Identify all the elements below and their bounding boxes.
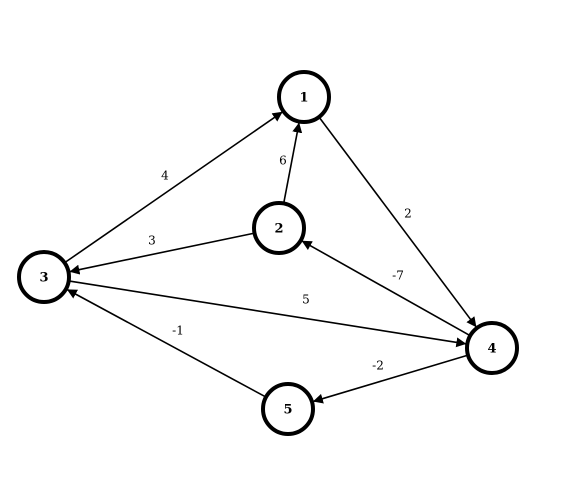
edge-labels: 4 6 2 3 -7 5 -1 -2 bbox=[148, 154, 412, 373]
edge-weight-4-to-5: -2 bbox=[372, 359, 384, 373]
node-label-2: 2 bbox=[274, 222, 283, 237]
node-circle-3 bbox=[17, 250, 71, 304]
edge-5-to-3 bbox=[66, 288, 267, 398]
edge-1-to-4 bbox=[318, 116, 478, 328]
node-label-5: 5 bbox=[283, 403, 292, 418]
edge-3-to-1 bbox=[64, 111, 284, 264]
node-circle-4 bbox=[465, 321, 519, 375]
edge-4-to-2 bbox=[301, 240, 471, 337]
edge-weight-3-to-1: 4 bbox=[161, 169, 169, 183]
node-circle-5 bbox=[261, 382, 315, 436]
edges bbox=[64, 111, 478, 404]
node-circle-1 bbox=[277, 70, 331, 124]
edge-weight-2-to-3: 3 bbox=[148, 234, 156, 248]
nodes: 1 2 3 4 5 bbox=[17, 70, 519, 436]
node-5: 5 bbox=[261, 382, 315, 436]
edge-weight-1-to-4: 2 bbox=[404, 207, 412, 221]
node-3: 3 bbox=[17, 250, 71, 304]
node-label-3: 3 bbox=[39, 271, 48, 286]
edge-2-to-1 bbox=[282, 122, 303, 204]
edge-weight-3-to-4: 5 bbox=[302, 293, 310, 307]
node-label-1: 1 bbox=[299, 91, 308, 106]
edge-weight-2-to-1: 6 bbox=[279, 154, 287, 168]
node-2: 2 bbox=[252, 201, 306, 255]
node-label-4: 4 bbox=[487, 342, 496, 357]
edge-3-to-4 bbox=[68, 280, 467, 348]
node-circle-2 bbox=[252, 201, 306, 255]
edge-4-to-5 bbox=[312, 354, 469, 404]
node-4: 4 bbox=[465, 321, 519, 375]
edge-weight-4-to-2: -7 bbox=[392, 269, 404, 283]
edge-2-to-3 bbox=[69, 232, 255, 275]
edge-weight-5-to-3: -1 bbox=[172, 324, 184, 338]
node-1: 1 bbox=[277, 70, 331, 124]
